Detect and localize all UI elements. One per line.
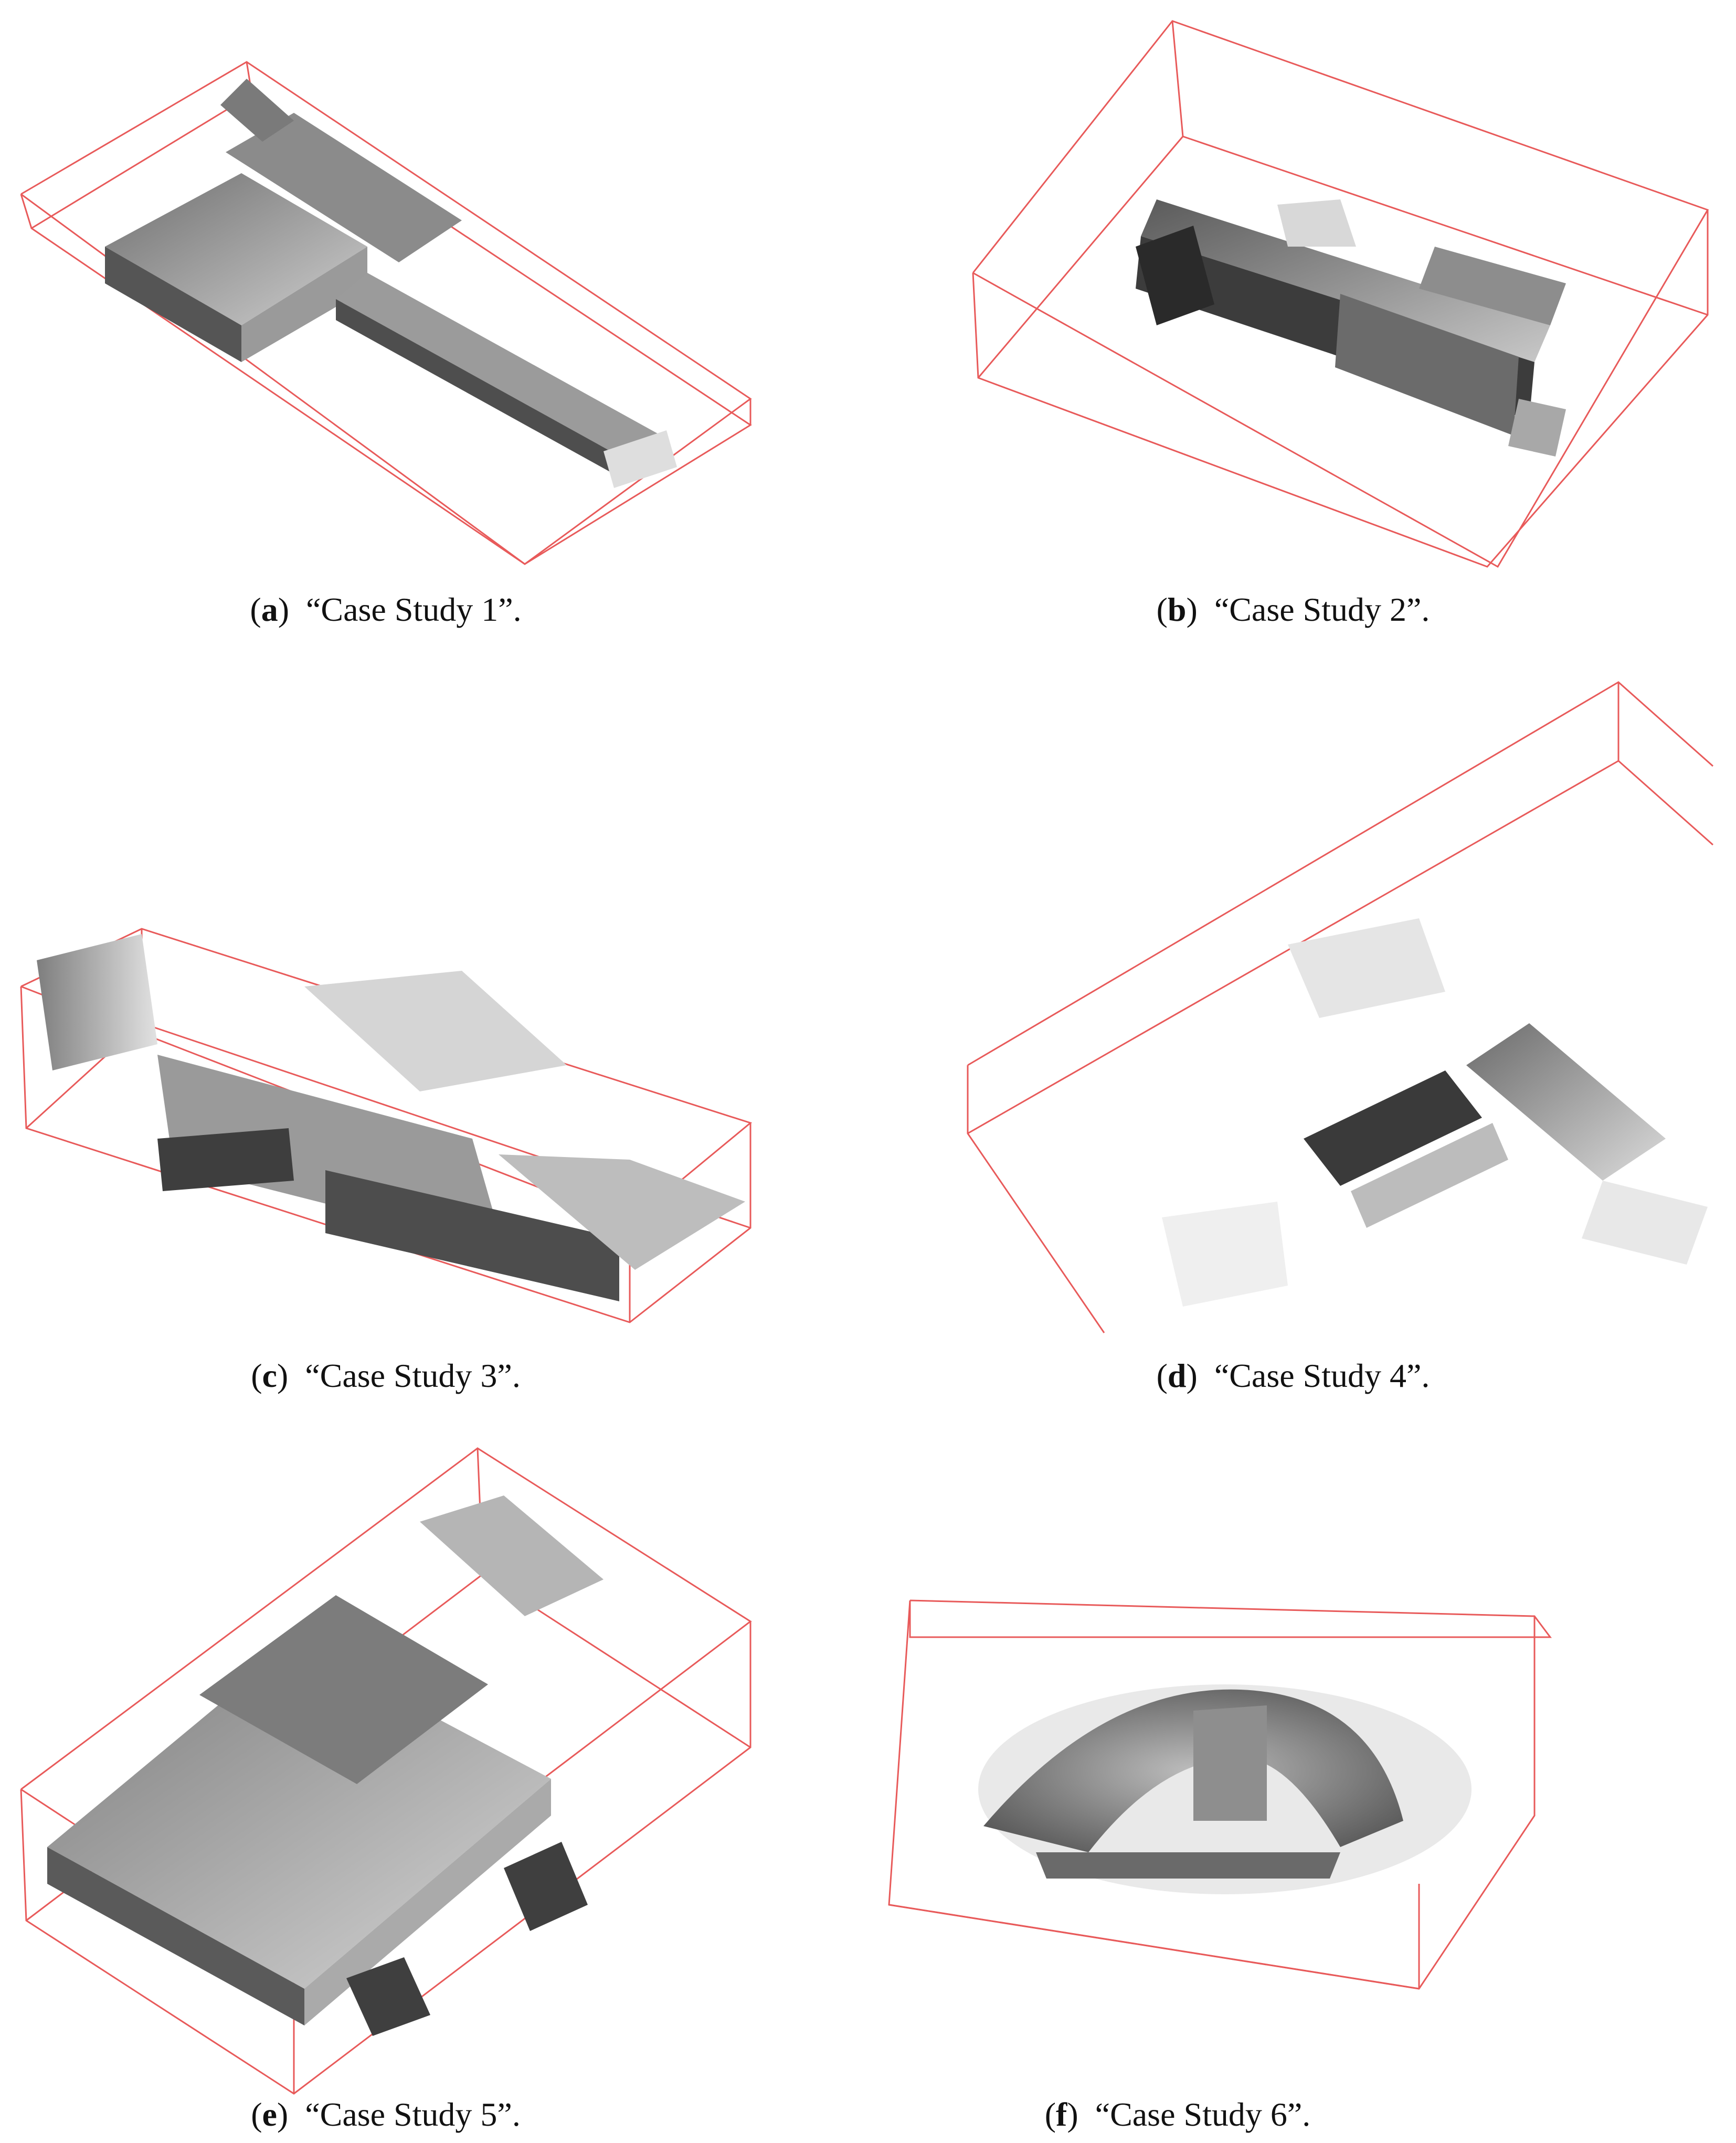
caption-text-a: “Case Study 1”. — [306, 591, 522, 628]
caption-letter-c: c — [262, 1357, 277, 1394]
panel-c: (c) “Case Study 3”. — [0, 656, 868, 1422]
panel-e-render — [20, 1447, 752, 2095]
caption-b: (b) “Case Study 2”. — [1156, 591, 1430, 628]
panel-f: (f) “Case Study 6”. — [868, 1422, 1736, 2143]
caption-e: (e) “Case Study 5”. — [251, 2096, 521, 2133]
panel-a: (a) “Case Study 1”. — [0, 0, 868, 656]
panel-b-render — [972, 20, 1709, 568]
building-model-b — [1136, 199, 1566, 457]
caption-letter-a: a — [261, 591, 278, 628]
bounding-box-a — [20, 61, 752, 565]
caption-letter-e: e — [262, 2096, 277, 2133]
point-cloud-d — [1162, 918, 1708, 1307]
caption-letter-f: f — [1056, 2096, 1067, 2133]
panel-d-render — [967, 681, 1713, 1333]
caption-text-c: “Case Study 3”. — [305, 1357, 521, 1394]
bounding-box-f — [888, 1599, 1552, 1990]
caption-letter-d: d — [1167, 1357, 1187, 1394]
panel-e: (e) “Case Study 5”. — [0, 1422, 868, 2143]
caption-text-d: “Case Study 4”. — [1214, 1357, 1430, 1394]
panel-a-render — [20, 61, 752, 565]
bounding-box-b — [972, 20, 1709, 568]
caption-text-f: “Case Study 6”. — [1095, 2096, 1311, 2133]
caption-text-b: “Case Study 2”. — [1214, 591, 1430, 628]
caption-f: (f) “Case Study 6”. — [1044, 2096, 1311, 2133]
panel-d: (d) “Case Study 4”. — [868, 656, 1736, 1422]
building-model-e — [47, 1495, 604, 2036]
caption-a: (a) “Case Study 1”. — [250, 591, 522, 628]
caption-d: (d) “Case Study 4”. — [1156, 1357, 1430, 1394]
panel-b: (b) “Case Study 2”. — [868, 0, 1736, 656]
caption-c: (c) “Case Study 3”. — [251, 1357, 521, 1394]
panel-c-render — [20, 928, 753, 1323]
building-model-c — [37, 934, 745, 1301]
building-model-f — [978, 1684, 1472, 1894]
caption-text-e: “Case Study 5”. — [305, 2096, 521, 2133]
building-model-a — [105, 79, 677, 488]
caption-letter-b: b — [1167, 591, 1187, 628]
panel-f-render — [888, 1599, 1552, 1990]
